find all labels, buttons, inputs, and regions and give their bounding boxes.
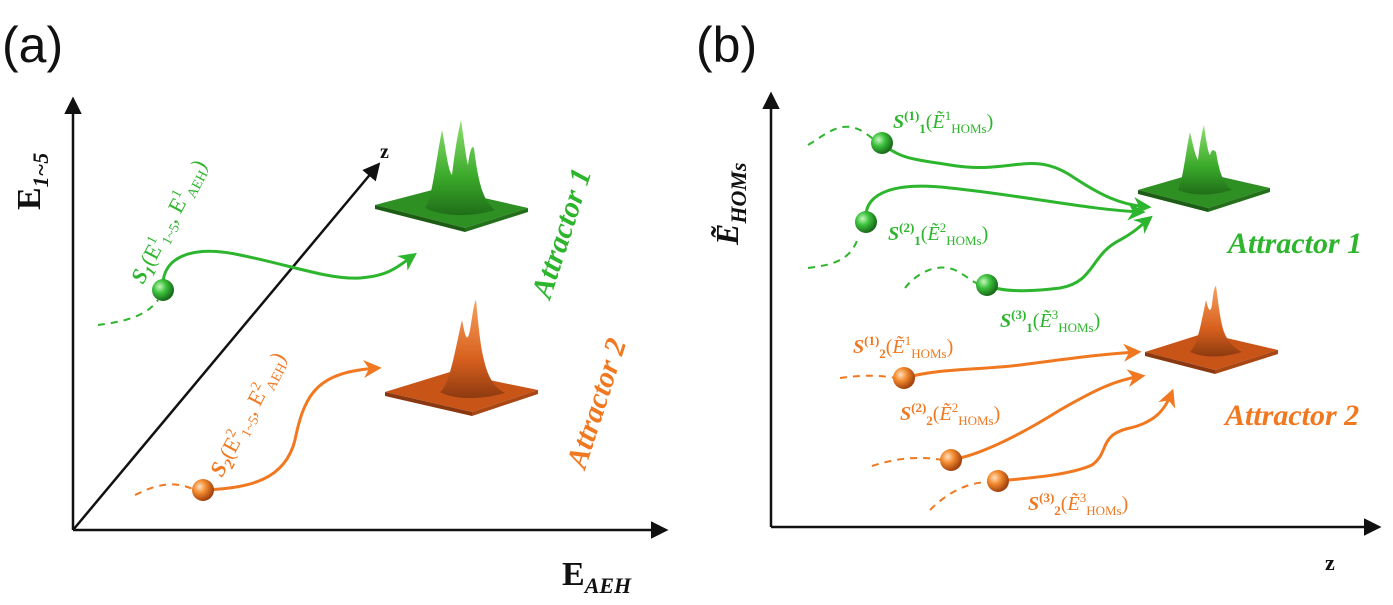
orange-trajectory-1-b xyxy=(903,343,1142,380)
orange-trajectory-a xyxy=(203,360,382,492)
orange-state-ball-a xyxy=(192,479,214,501)
state-label-b-4: S(1)2(Ẽ1HOMs) xyxy=(853,333,953,361)
panel-a-label: (a) xyxy=(2,17,63,73)
state-label-b-6: S(3)2(Ẽ3HOMs) xyxy=(1028,490,1128,518)
z-axis-a xyxy=(72,162,381,531)
green-trajectory-1-b xyxy=(880,141,1152,215)
panel-b: (b) ẼHOMs z Attractor 1 Attractor 2 xyxy=(696,17,1382,575)
attractor-2-label-b: Attractor 2 xyxy=(1223,399,1359,432)
state-label-b-1: S(1)1(Ẽ1HOMs) xyxy=(893,108,993,136)
orange-state-ball-3-b xyxy=(987,470,1009,492)
attractor-1-surface-b xyxy=(1138,125,1270,212)
attractor-1-surface-a xyxy=(375,120,528,232)
green-trajectory-a xyxy=(161,249,417,291)
state-label-b-3: S(3)1(Ẽ3HOMs) xyxy=(1000,307,1100,335)
orange-trajectory-1-dashed-b xyxy=(839,374,896,379)
attractor-1-label-a: Attractor 1 xyxy=(525,164,598,304)
z-axis-a-label: z xyxy=(380,141,389,163)
panel-a: (a) E1~5 EAEH z Attractor 1 Attractor 2 xyxy=(2,17,669,598)
y-axis-a-label: E1~5 xyxy=(11,153,53,210)
state-label-b-5: S(2)2(Ẽ2HOMs) xyxy=(900,400,1000,428)
green-state-ball-2-b xyxy=(855,211,877,233)
orange-trajectory-3-b xyxy=(997,388,1176,483)
attractor-2-surface-a xyxy=(385,300,538,416)
panel-b-label: (b) xyxy=(696,17,757,73)
green-state-ball-a xyxy=(152,279,174,301)
attractor-2-label-a: Attractor 2 xyxy=(560,334,633,474)
state-2-label-a: S2(E21~5, E2AEH) xyxy=(204,348,294,482)
state-label-b-2: S(2)1(Ẽ2HOMs) xyxy=(888,220,988,248)
state-1-label-a: S1(E11~5, E1AEH) xyxy=(125,155,215,289)
green-state-ball-3-b xyxy=(976,274,998,296)
orange-state-ball-2-b xyxy=(940,449,962,471)
y-axis-b-label: ẼHOMs xyxy=(709,163,751,246)
green-state-ball-1-b xyxy=(871,132,893,154)
attractor-2-surface-b xyxy=(1145,286,1278,374)
green-trajectory-1-dashed-b xyxy=(807,125,881,146)
x-axis-a-label: EAEH xyxy=(562,556,632,598)
green-trajectory-dashed-a xyxy=(97,299,159,326)
x-axis-b-label: z xyxy=(1325,550,1335,575)
orange-trajectory-2-b xyxy=(950,369,1146,462)
orange-state-ball-1-b xyxy=(893,367,915,389)
orange-trajectory-dashed-a xyxy=(134,483,196,496)
green-trajectory-3-b xyxy=(986,215,1153,293)
green-trajectory-2-b xyxy=(864,184,1146,223)
green-trajectory-3-dashed-b xyxy=(904,266,979,289)
attractor-1-label-b: Attractor 1 xyxy=(1226,227,1362,260)
orange-trajectory-3-dashed-b xyxy=(929,481,991,511)
orange-trajectory-2-dashed-b xyxy=(871,457,943,467)
green-trajectory-2-dashed-b xyxy=(807,237,859,269)
